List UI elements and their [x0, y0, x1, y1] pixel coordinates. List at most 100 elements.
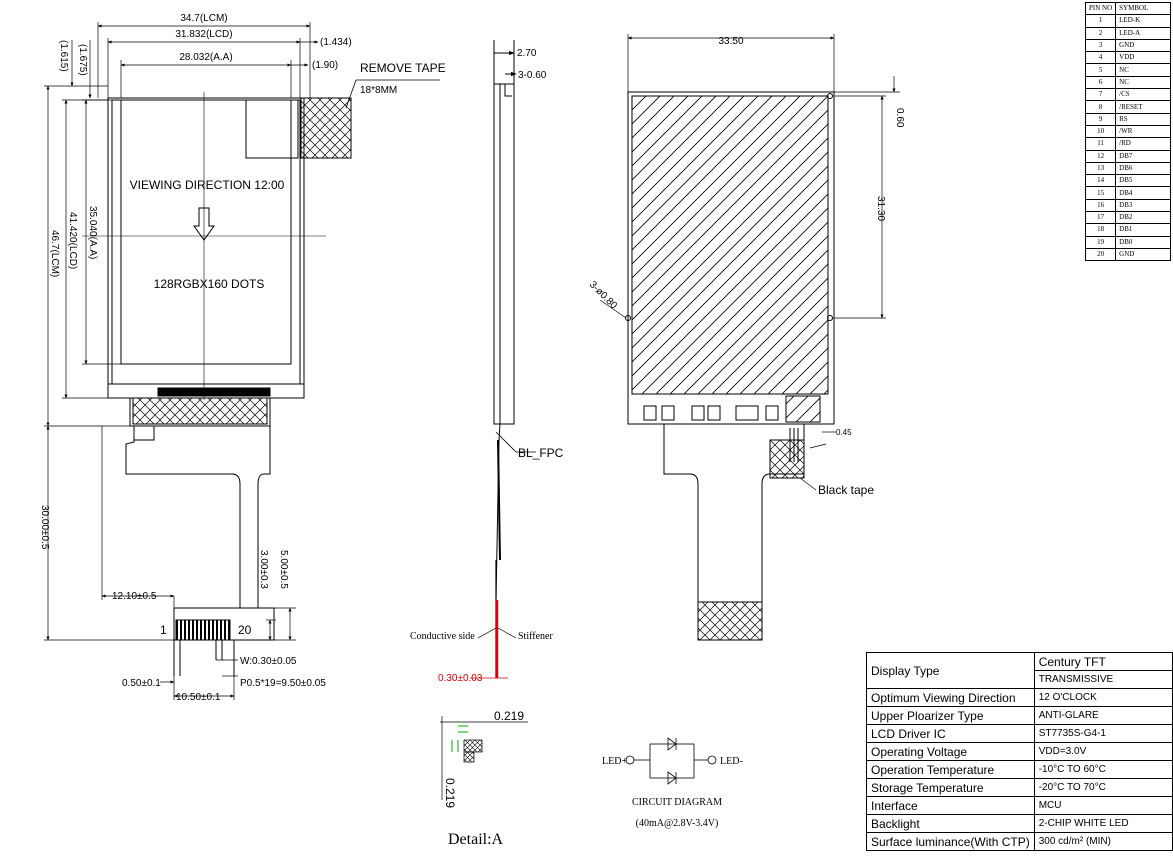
pin-number: 7 [1084, 88, 1117, 102]
back-width: 33.50 [718, 36, 743, 47]
spec-value: VDD=3.0V [1033, 742, 1173, 761]
remove-tape [300, 97, 352, 159]
lcd-outline [111, 99, 301, 385]
pin-number: 6 [1084, 75, 1117, 90]
active-area [120, 99, 292, 365]
fpc-offset: 12.10±0.5 [112, 591, 157, 602]
pin-number: 4 [1084, 51, 1117, 65]
back-height: 31.30 [875, 196, 886, 221]
black-tape-label: Black tape [818, 483, 874, 497]
pin-last: 20 [238, 623, 252, 637]
spec-key: LCD Driver IC [866, 724, 1035, 743]
circuit-diagram [625, 737, 717, 785]
spec-value: 2-CHIP WHITE LED [1033, 814, 1173, 833]
circuit-title: CIRCUIT DIAGRAM [632, 797, 722, 808]
spec-value: 12 O'CLOCK [1033, 688, 1173, 707]
pin-number: 9 [1084, 112, 1117, 126]
pin-symbol: DB6 [1115, 161, 1172, 176]
pin-symbol: NC [1115, 75, 1172, 90]
back-holes: 3-ø0.80 [587, 279, 619, 311]
pin-symbol: DB4 [1115, 186, 1172, 200]
stiffener-thickness: 0.30±0.03 [438, 673, 483, 684]
pin-symbol: DB3 [1115, 198, 1172, 213]
pin-table-header: PIN NO SYMBOL [1084, 1, 1172, 16]
pin-symbol: /RD [1115, 137, 1172, 151]
pin-number: 10 [1084, 124, 1117, 139]
pin-number: 18 [1084, 223, 1117, 237]
spec-value: Century TFT [1033, 652, 1173, 671]
symbol-header: SYMBOL [1115, 1, 1172, 16]
spec-key: Operating Voltage [866, 742, 1035, 761]
pin-symbol: LED-A [1115, 26, 1172, 40]
pin-table-row: 7/CS [1084, 88, 1172, 102]
driver-ic [157, 387, 271, 397]
led-minus-label: LED- [720, 756, 743, 767]
pin-pitch: P0.5*19=9.50±0.05 [240, 678, 326, 689]
back-view [625, 91, 835, 641]
pin-symbol: DB0 [1115, 235, 1172, 249]
pad-width: 10.50±0.1 [176, 692, 221, 703]
spec-value: ANTI-GLARE [1033, 706, 1173, 725]
pin-number: 13 [1084, 161, 1117, 176]
back-dimensions [599, 34, 900, 491]
side-dim-060: 3-0.60 [518, 70, 547, 81]
pin-number: 15 [1084, 186, 1117, 200]
pin-first: 1 [160, 623, 167, 637]
tape-size-label: 18*8MM [360, 85, 397, 96]
detail-labels: 0.219 0.219 Detail:A [443, 709, 524, 848]
pin-symbol: LED-K [1115, 14, 1172, 28]
spec-key: Display Type [866, 652, 1035, 689]
pin-number: 16 [1084, 198, 1117, 213]
pin-number: 17 [1084, 211, 1117, 225]
width-aa: 28.032(A.A) [179, 52, 232, 63]
back-dim-060: 0.60 [894, 108, 905, 128]
pin-table-row: 8/RESET [1084, 100, 1172, 114]
pin-symbol: DB5 [1115, 174, 1172, 188]
backlight-area [631, 95, 829, 395]
spec-key: Backlight [866, 814, 1035, 833]
pin-number: 12 [1084, 149, 1117, 163]
lcm-outline [107, 97, 305, 399]
viewing-direction-label: VIEWING DIRECTION 12:00 [130, 178, 285, 192]
spec-key: Storage Temperature [866, 778, 1035, 797]
fpc-bond-tape [132, 397, 268, 425]
remove-tape-label: REMOVE TAPE [360, 61, 446, 75]
pin-no-header: PIN NO [1084, 1, 1117, 16]
pin-symbol: GND [1115, 247, 1172, 262]
pin-number: 1 [1084, 14, 1117, 28]
front-view [82, 79, 440, 676]
remove-tape-outline [245, 99, 299, 159]
spec-value: MCU [1033, 796, 1173, 815]
side-labels: 2.70 3-0.60 BL_FPC Conductive side Stiff… [410, 48, 564, 684]
stiffener-label: Stiffener [518, 631, 553, 642]
pin-table-row: 11/RD [1084, 137, 1172, 151]
spec-value: 300 cd/m² (MIN) [1033, 832, 1173, 851]
detail-dim-side: 0.219 [443, 778, 457, 808]
height-lcm: 46.7(LCM) [49, 230, 60, 277]
pin-number: 3 [1084, 38, 1117, 53]
spec-key: Upper Ploarizer Type [866, 706, 1035, 725]
spec-value: -20°C TO 70°C [1033, 778, 1173, 797]
dim-1675: (1.675) [77, 44, 88, 76]
spec-row: Surface luminance(With CTP)300 cd/m² (MI… [866, 832, 1173, 851]
pin-number: 14 [1084, 174, 1117, 188]
pin-symbol: DB1 [1115, 223, 1172, 237]
pin-symbol: DB2 [1115, 211, 1172, 225]
edge-offset: 0.50±0.1 [122, 678, 161, 689]
fpc-pins [176, 620, 230, 640]
spec-row: Storage Temperature-20°C TO 70°C [866, 778, 1173, 797]
pin-symbol: GND [1115, 38, 1172, 53]
